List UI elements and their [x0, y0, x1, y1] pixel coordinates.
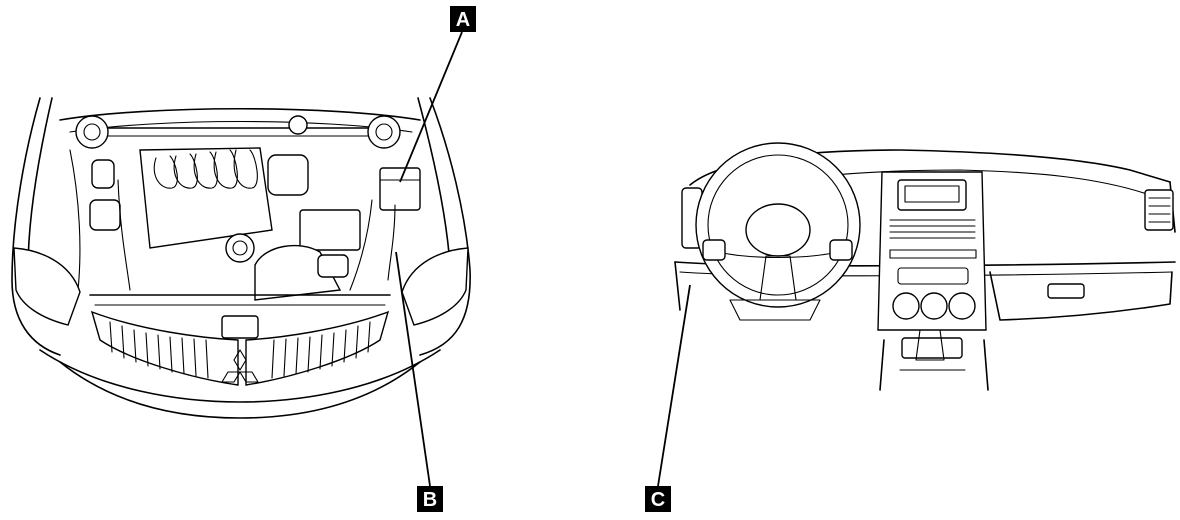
leader-line-b: [395, 251, 431, 487]
leader-line-a: [399, 31, 463, 183]
leader-line-c: [657, 284, 691, 487]
callout-b: B: [417, 486, 443, 512]
callout-c-letter: C: [651, 489, 665, 511]
three-diamond-logo: [221, 349, 259, 383]
engine-bay-illustration: [11, 97, 471, 419]
callout-a: A: [450, 6, 476, 32]
callout-a-letter: A: [456, 9, 470, 31]
callout-b-letter: B: [423, 489, 437, 511]
intake-runners: [153, 149, 258, 189]
right-vent-slats: [1148, 197, 1171, 223]
callout-c: C: [645, 486, 671, 512]
grille-bars: [109, 321, 371, 379]
dashboard-illustration: [674, 142, 1176, 391]
center-vent-slats: [889, 219, 976, 239]
